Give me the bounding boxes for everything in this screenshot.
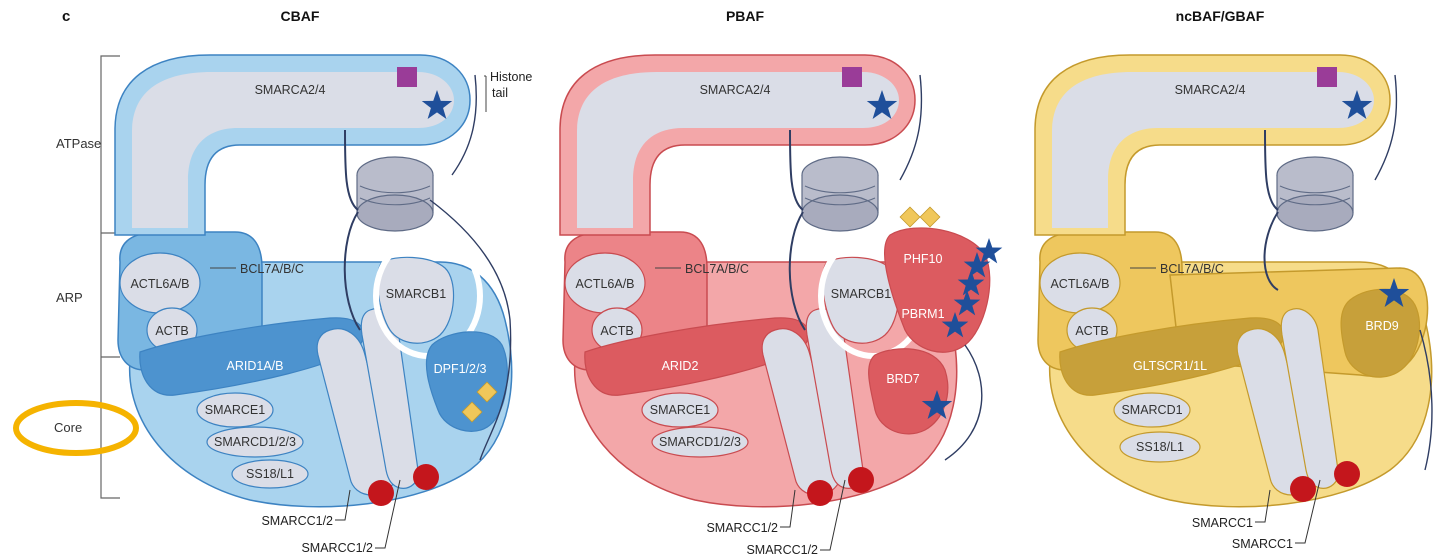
gltscr-label: GLTSCR1/1L bbox=[1133, 359, 1207, 373]
panel-title: ncBAF/GBAF bbox=[1176, 8, 1265, 24]
smarce-label: SMARCE1 bbox=[205, 403, 265, 417]
brd-region bbox=[869, 349, 948, 434]
nucleosome bbox=[357, 157, 433, 231]
actb-label: ACTB bbox=[155, 324, 188, 338]
panel-letter: c bbox=[62, 8, 70, 25]
ball-mark bbox=[1334, 461, 1360, 487]
ball-mark bbox=[368, 480, 394, 506]
histone-label-line2: tail bbox=[492, 86, 508, 100]
ss18-label: SS18/L1 bbox=[1136, 440, 1184, 454]
panel-pbaf: PBAF SMARCA2/4 ACTL6A/B ACTB BCL7A/B/C A… bbox=[560, 8, 1002, 557]
smarcb-label: SMARCB1 bbox=[386, 287, 446, 301]
smarcd-label: SMARCD1/2/3 bbox=[214, 435, 296, 449]
actb-label: ACTB bbox=[1075, 324, 1108, 338]
bcl-label: BCL7A/B/C bbox=[1160, 262, 1224, 276]
smarce-label: SMARCE1 bbox=[650, 403, 710, 417]
smarcd-label: SMARCD1/2/3 bbox=[659, 435, 741, 449]
panel-cbaf: CBAF SMARCA2/4 ACTL6A/B ACTB BCL7A/B/C A… bbox=[115, 8, 512, 555]
square-mark bbox=[1317, 67, 1337, 87]
diamond-mark bbox=[900, 207, 920, 227]
actl-label: ACTL6A/B bbox=[130, 277, 189, 291]
nucleosome bbox=[802, 157, 878, 231]
square-mark bbox=[397, 67, 417, 87]
actl-label: ACTL6A/B bbox=[1050, 277, 1109, 291]
ball-mark bbox=[1290, 476, 1316, 502]
atpase-label: SMARCA2/4 bbox=[700, 83, 771, 97]
atpase-label: ATPase bbox=[56, 136, 101, 151]
nucleosome bbox=[1277, 157, 1353, 231]
histone-tail-callout: Histone tail bbox=[484, 70, 532, 112]
brd-region bbox=[1341, 289, 1419, 377]
atpase-label: SMARCA2/4 bbox=[1175, 83, 1246, 97]
brd-label: BRD9 bbox=[1365, 319, 1398, 333]
bcl-label: BCL7A/B/C bbox=[685, 262, 749, 276]
smarcb-label: SMARCB1 bbox=[831, 287, 891, 301]
callout-label-1: SMARCC1 bbox=[1192, 516, 1253, 530]
callout-label-1: SMARCC1/2 bbox=[706, 521, 778, 535]
atpase-label: SMARCA2/4 bbox=[255, 83, 326, 97]
arp-label: ARP bbox=[56, 290, 83, 305]
panel-title: PBAF bbox=[726, 8, 765, 24]
smarcd-label: SMARCD1 bbox=[1121, 403, 1182, 417]
callout-label-2: SMARCC1/2 bbox=[746, 543, 818, 557]
callout-label-1: SMARCC1/2 bbox=[261, 514, 333, 528]
square-mark bbox=[842, 67, 862, 87]
phf-label: PHF10 bbox=[904, 252, 943, 266]
extra-label: DPF1/2/3 bbox=[434, 362, 487, 376]
brd-label: BRD7 bbox=[886, 372, 919, 386]
arid-label: ARID2 bbox=[662, 359, 699, 373]
ball-mark bbox=[848, 467, 874, 493]
actl-label: ACTL6A/B bbox=[575, 277, 634, 291]
panel-ncbaf: ncBAF/GBAF SMARCA2/4 ACTL6A/B ACTB BCL7A… bbox=[1035, 8, 1432, 551]
core-label: Core bbox=[54, 420, 82, 435]
bcl-label: BCL7A/B/C bbox=[240, 262, 304, 276]
ball-mark bbox=[413, 464, 439, 490]
ball-mark bbox=[807, 480, 833, 506]
ss18-label: SS18/L1 bbox=[246, 467, 294, 481]
callout-label-2: SMARCC1 bbox=[1232, 537, 1293, 551]
diamond-mark bbox=[920, 207, 940, 227]
callout-label-2: SMARCC1/2 bbox=[301, 541, 373, 555]
panel-title: CBAF bbox=[281, 8, 320, 24]
histone-label-line1: Histone bbox=[490, 70, 532, 84]
pbrm-label: PBRM1 bbox=[901, 307, 944, 321]
arid-label: ARID1A/B bbox=[227, 359, 284, 373]
actb-label: ACTB bbox=[600, 324, 633, 338]
